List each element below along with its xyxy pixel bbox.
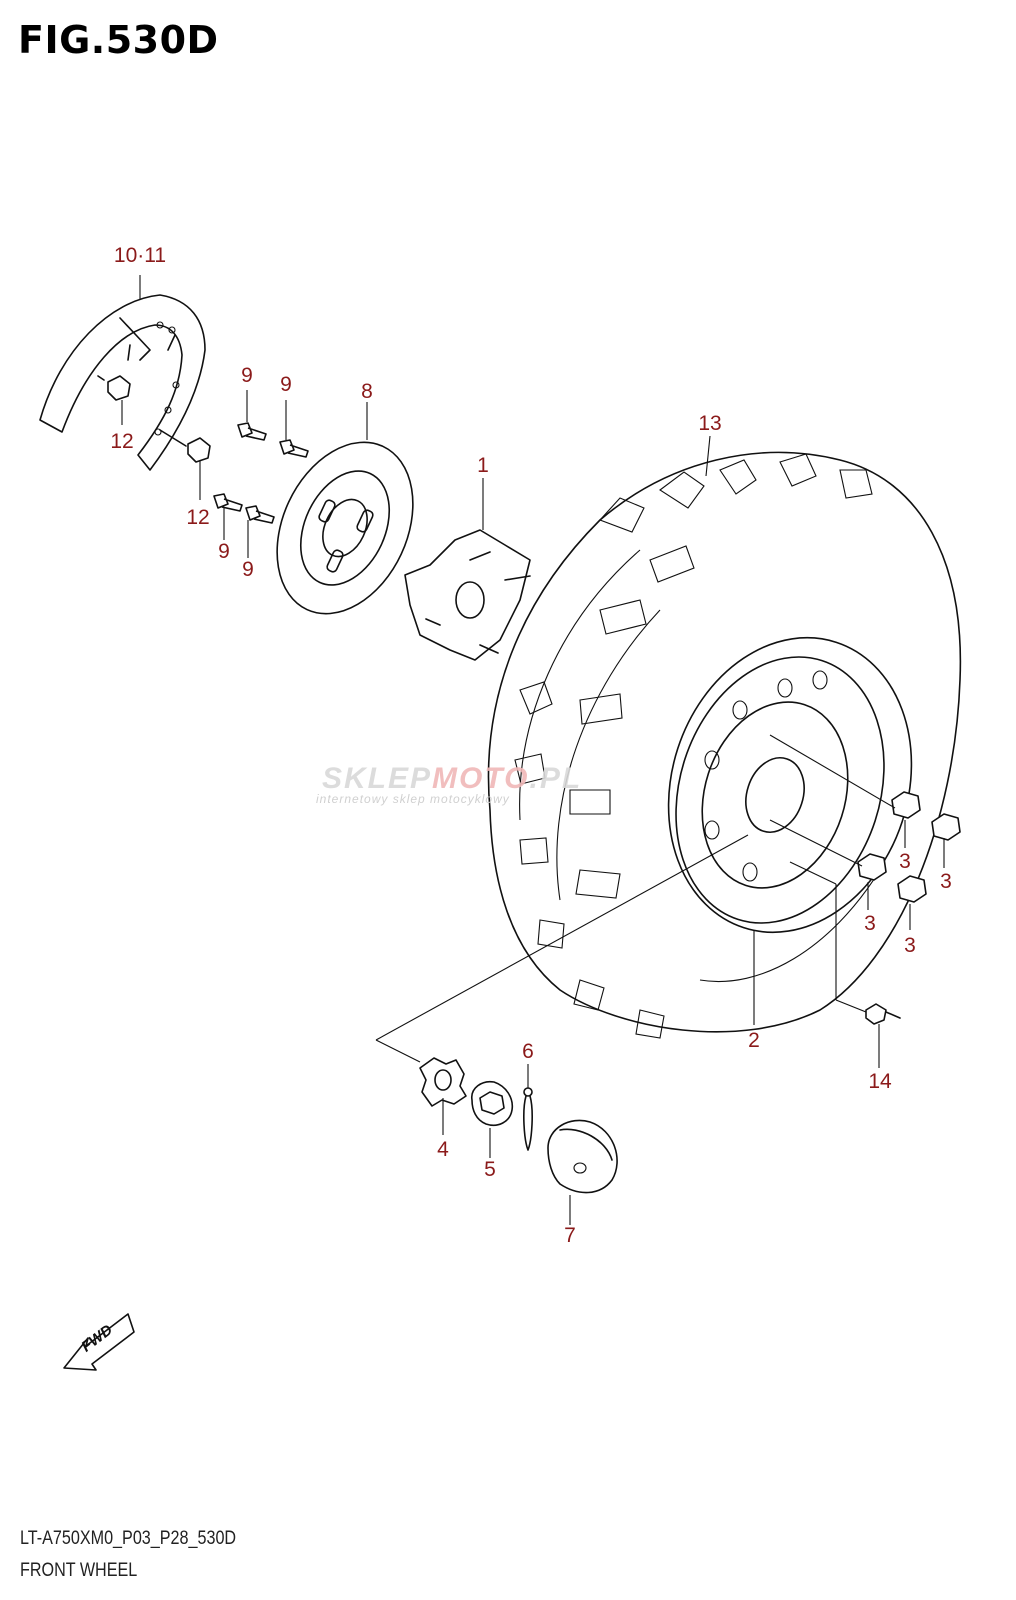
callout-8: 8 [361, 380, 373, 403]
watermark-brand: SKLEPMOTO.PL [322, 762, 583, 795]
wheel-nut-3-c [857, 853, 887, 881]
figure-title: FIG.530D [18, 18, 219, 62]
callout-2: 2 [748, 1029, 760, 1052]
hub-washer [419, 1057, 467, 1107]
callout-1: 1 [477, 454, 489, 477]
bolt-12-upper [97, 375, 131, 401]
callout-14: 14 [868, 1070, 892, 1093]
bolt-12-lower [159, 429, 211, 463]
callout-13: 13 [698, 412, 722, 435]
callout-9-d: 9 [242, 558, 254, 581]
diagram-caption: FRONT WHEEL [20, 1560, 138, 1581]
callout-5: 5 [484, 1158, 496, 1181]
wheel-nut-3-d [897, 875, 927, 903]
callout-9-b: 9 [280, 373, 292, 396]
hub-cap [547, 1119, 618, 1194]
screw-9-b [279, 439, 309, 458]
tire-valve [865, 1003, 901, 1025]
watermark-tagline: internetowy sklep motocyklowy [316, 792, 510, 806]
callout-12-b: 12 [186, 506, 210, 529]
wheel-nut-3-a [891, 791, 921, 819]
callout-7: 7 [564, 1224, 576, 1247]
castle-nut [471, 1080, 514, 1126]
fwd-arrow-icon [63, 1313, 135, 1371]
screw-9-c [213, 493, 243, 512]
wheel-hub [404, 529, 531, 661]
screw-9-d [245, 505, 275, 524]
callout-3-c: 3 [864, 912, 876, 935]
wheel-nut-3-b [931, 813, 961, 841]
callout-12-a: 12 [110, 430, 134, 453]
cotter-pin [523, 1087, 533, 1151]
diagram-code: LT-A750XM0_P03_P28_530D [20, 1528, 237, 1549]
screw-9-a [237, 422, 267, 441]
leader-lines [121, 275, 945, 1225]
brake-disc [276, 441, 414, 615]
callout-4: 4 [437, 1138, 449, 1161]
brake-disc-cover [39, 294, 206, 471]
callout-3-d: 3 [904, 934, 916, 957]
callout-3-b: 3 [940, 870, 952, 893]
callout-6: 6 [522, 1040, 534, 1063]
callout-9-a: 9 [241, 364, 253, 387]
callout-9-c: 9 [218, 540, 230, 563]
wheel-rim [667, 636, 913, 934]
callout-10-11: 10·11 [113, 244, 167, 267]
callout-3-a: 3 [899, 850, 911, 873]
